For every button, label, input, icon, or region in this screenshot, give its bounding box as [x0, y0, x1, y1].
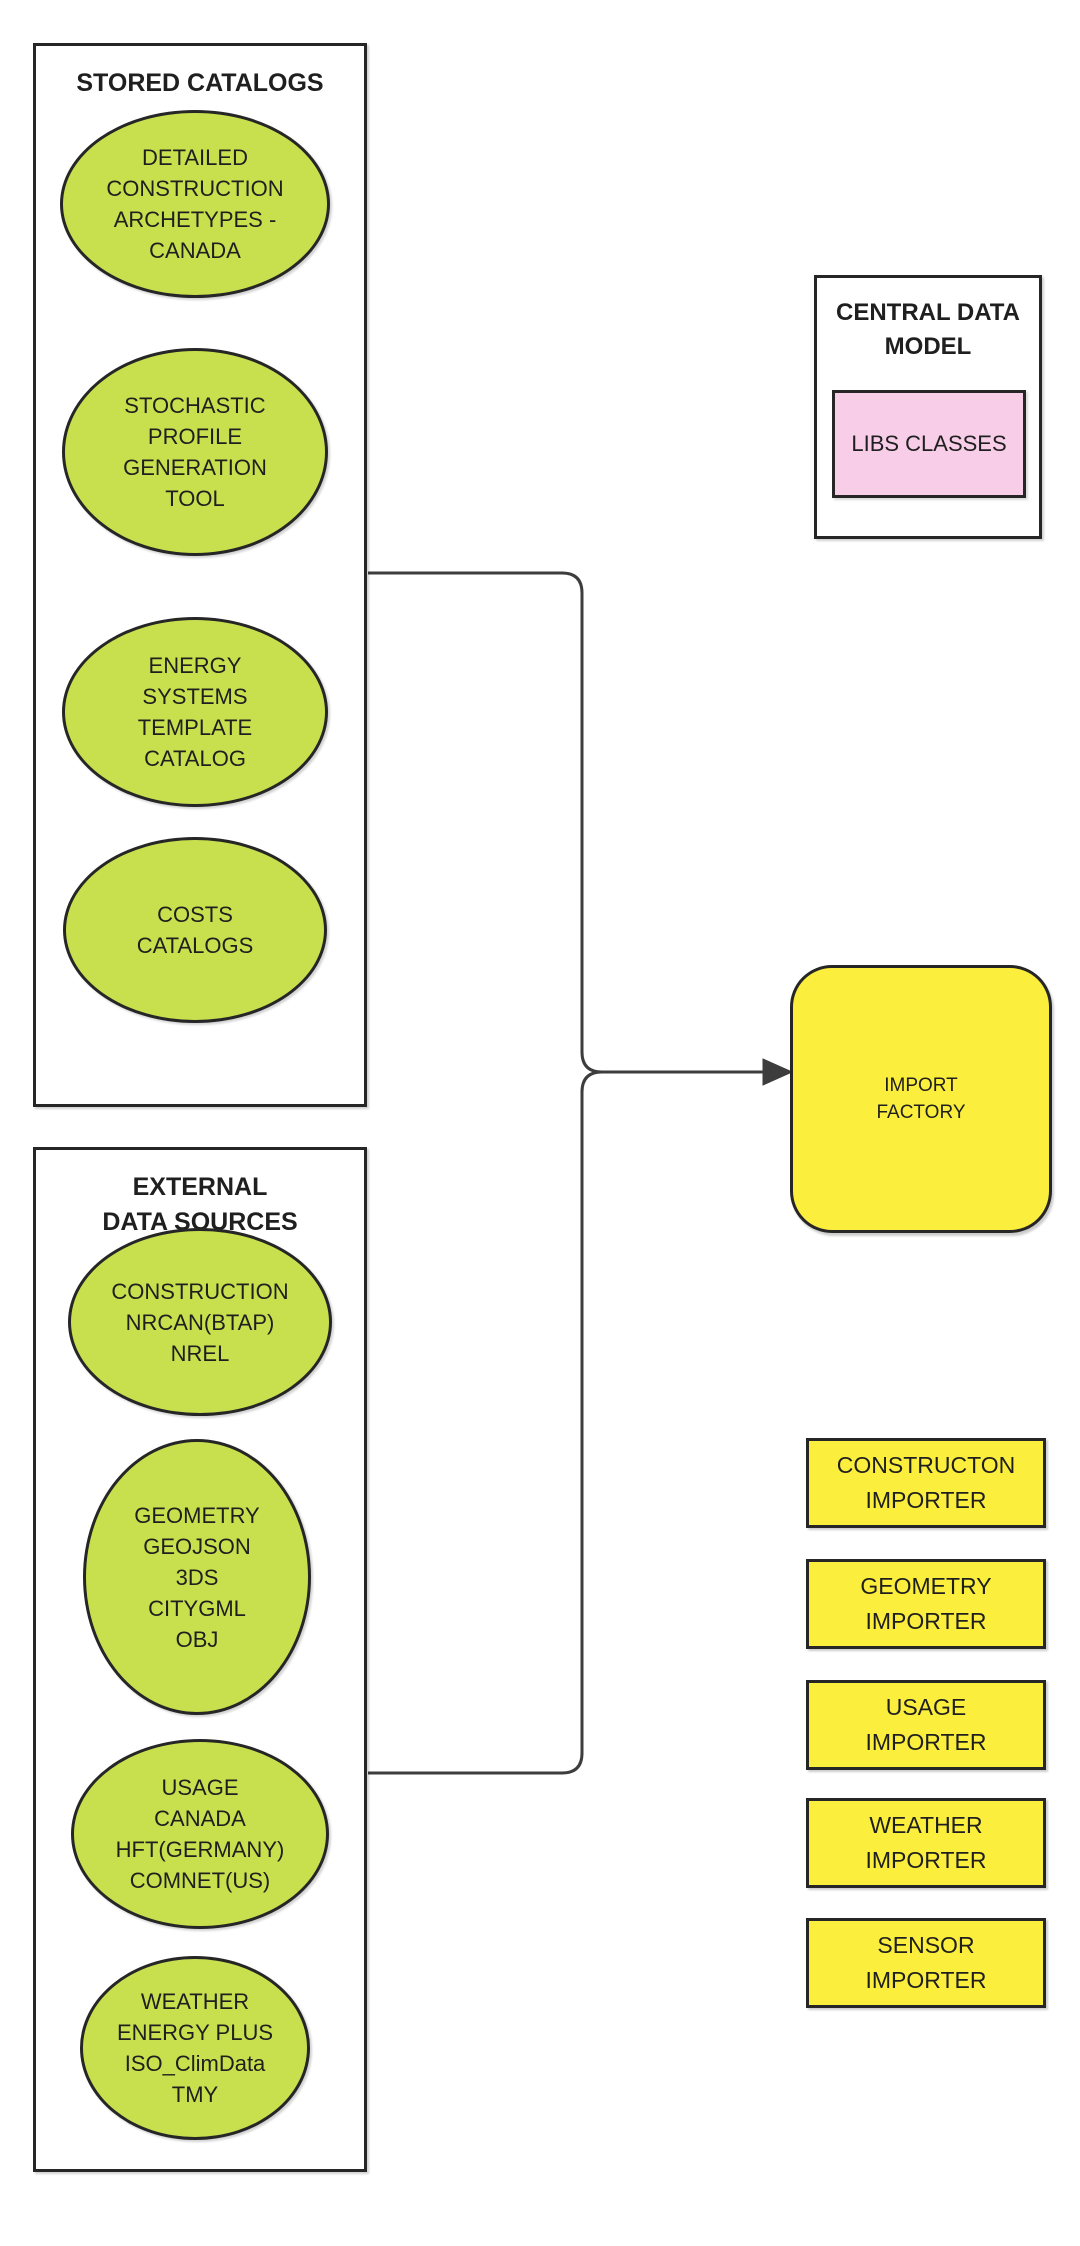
connector-stored-catalogs-to-import-factory — [368, 571, 784, 1074]
node-line: SENSOR — [877, 1932, 975, 1958]
node-line: GEOMETRY — [860, 1573, 992, 1599]
ellipse-line: SYSTEMS — [142, 684, 248, 709]
libs-classes-label: LIBS CLASSES — [851, 431, 1007, 456]
title-line: CENTRAL DATA — [836, 299, 1020, 326]
libs-classes-box: LIBS CLASSES — [832, 390, 1026, 498]
ellipse-line: ENERGY PLUS — [116, 2020, 274, 2045]
ellipse-line: CATALOGS — [136, 933, 254, 958]
ellipse-line: WEATHER — [140, 1989, 250, 2014]
ellipse-line: CITYGML — [148, 1595, 246, 1621]
node-line: WEATHER — [869, 1812, 983, 1838]
importer-weather: WEATHER IMPORTER — [806, 1798, 1046, 1888]
importer-construction: CONSTRUCTON IMPORTER — [806, 1438, 1046, 1528]
node-line: IMPORTER — [865, 1729, 987, 1755]
title-line: MODEL — [884, 333, 972, 360]
ellipse-line: GENERATION — [123, 455, 267, 480]
ellipse-line: TOOL — [165, 486, 225, 511]
central-data-model-title: CENTRAL DATA MODEL — [817, 278, 1039, 364]
ellipse-line: 3DS — [175, 1564, 219, 1590]
stored-catalogs-title: STORED CATALOGS — [76, 69, 324, 97]
ellipse-line: CANADA — [154, 1806, 246, 1831]
ellipse-line: COSTS — [157, 902, 233, 927]
title-line: EXTERNAL — [132, 1173, 268, 1201]
ellipse-line: ARCHETYPES - — [113, 207, 277, 232]
ellipse-line: TEMPLATE — [137, 715, 253, 740]
ellipse-line: OBJ — [175, 1626, 219, 1652]
external-data-sources-title: EXTERNAL DATA SOURCES — [36, 1150, 364, 1240]
source-ellipse-construction-nrcan-nrel: CONSTRUCTION NRCAN(BTAP) NREL — [68, 1228, 332, 1416]
node-line: IMPORTER — [865, 1487, 987, 1513]
importer-geometry: GEOMETRY IMPORTER — [806, 1559, 1046, 1649]
catalog-ellipse-stochastic-profile-generation-tool: STOCHASTIC PROFILE GENERATION TOOL — [62, 348, 328, 556]
import-factory-node: IMPORT FACTORY — [790, 965, 1052, 1233]
node-line: FACTORY — [876, 1102, 966, 1123]
importer-usage: USAGE IMPORTER — [806, 1680, 1046, 1770]
source-ellipse-weather-datasets: WEATHER ENERGY PLUS ISO_ClimData TMY — [80, 1956, 310, 2140]
node-line: IMPORTER — [865, 1847, 987, 1873]
ellipse-line: USAGE — [161, 1775, 239, 1800]
ellipse-line: STOCHASTIC — [124, 393, 266, 418]
ellipse-line: ENERGY — [148, 653, 242, 678]
importer-sensor: SENSOR IMPORTER — [806, 1918, 1046, 2008]
node-line: USAGE — [885, 1694, 967, 1720]
node-line: CONSTRUCTON — [836, 1452, 1016, 1478]
node-line: IMPORTER — [865, 1967, 987, 1993]
ellipse-line: HFT(GERMANY) — [115, 1837, 285, 1862]
ellipse-line: TMY — [171, 2082, 219, 2107]
source-ellipse-usage-datasets: USAGE CANADA HFT(GERMANY) COMNET(US) — [71, 1739, 329, 1929]
ellipse-line: CONSTRUCTION — [106, 176, 284, 201]
ellipse-line: ISO_ClimData — [124, 2051, 266, 2076]
ellipse-line: CATALOG — [144, 746, 246, 771]
catalog-ellipse-energy-systems-template-catalog: ENERGY SYSTEMS TEMPLATE CATALOG — [62, 617, 328, 807]
arrowhead-icon — [762, 1058, 794, 1086]
ellipse-line: GEOJSON — [143, 1533, 251, 1559]
catalog-ellipse-detailed-construction-archetypes-canada: DETAILED CONSTRUCTION ARCHETYPES - CANAD… — [60, 110, 330, 298]
ellipse-line: CANADA — [149, 238, 241, 263]
catalog-ellipse-costs-catalogs: COSTS CATALOGS — [63, 837, 327, 1023]
ellipse-line: CONSTRUCTION — [111, 1278, 289, 1304]
ellipse-line: NRCAN(BTAP) — [125, 1309, 275, 1335]
node-line: IMPORT — [884, 1075, 958, 1096]
source-ellipse-geometry-formats: GEOMETRY GEOJSON 3DS CITYGML OBJ — [83, 1439, 311, 1715]
ellipse-line: DETAILED — [142, 145, 248, 170]
connector-external-sources-to-import-factory — [368, 1070, 784, 1775]
ellipse-line: NREL — [170, 1340, 230, 1366]
ellipse-line: GEOMETRY — [134, 1502, 260, 1528]
ellipse-line: PROFILE — [147, 424, 243, 449]
ellipse-line: COMNET(US) — [129, 1868, 271, 1893]
node-line: IMPORTER — [865, 1608, 987, 1634]
central-data-model-group: CENTRAL DATA MODEL LIBS CLASSES — [814, 275, 1042, 539]
